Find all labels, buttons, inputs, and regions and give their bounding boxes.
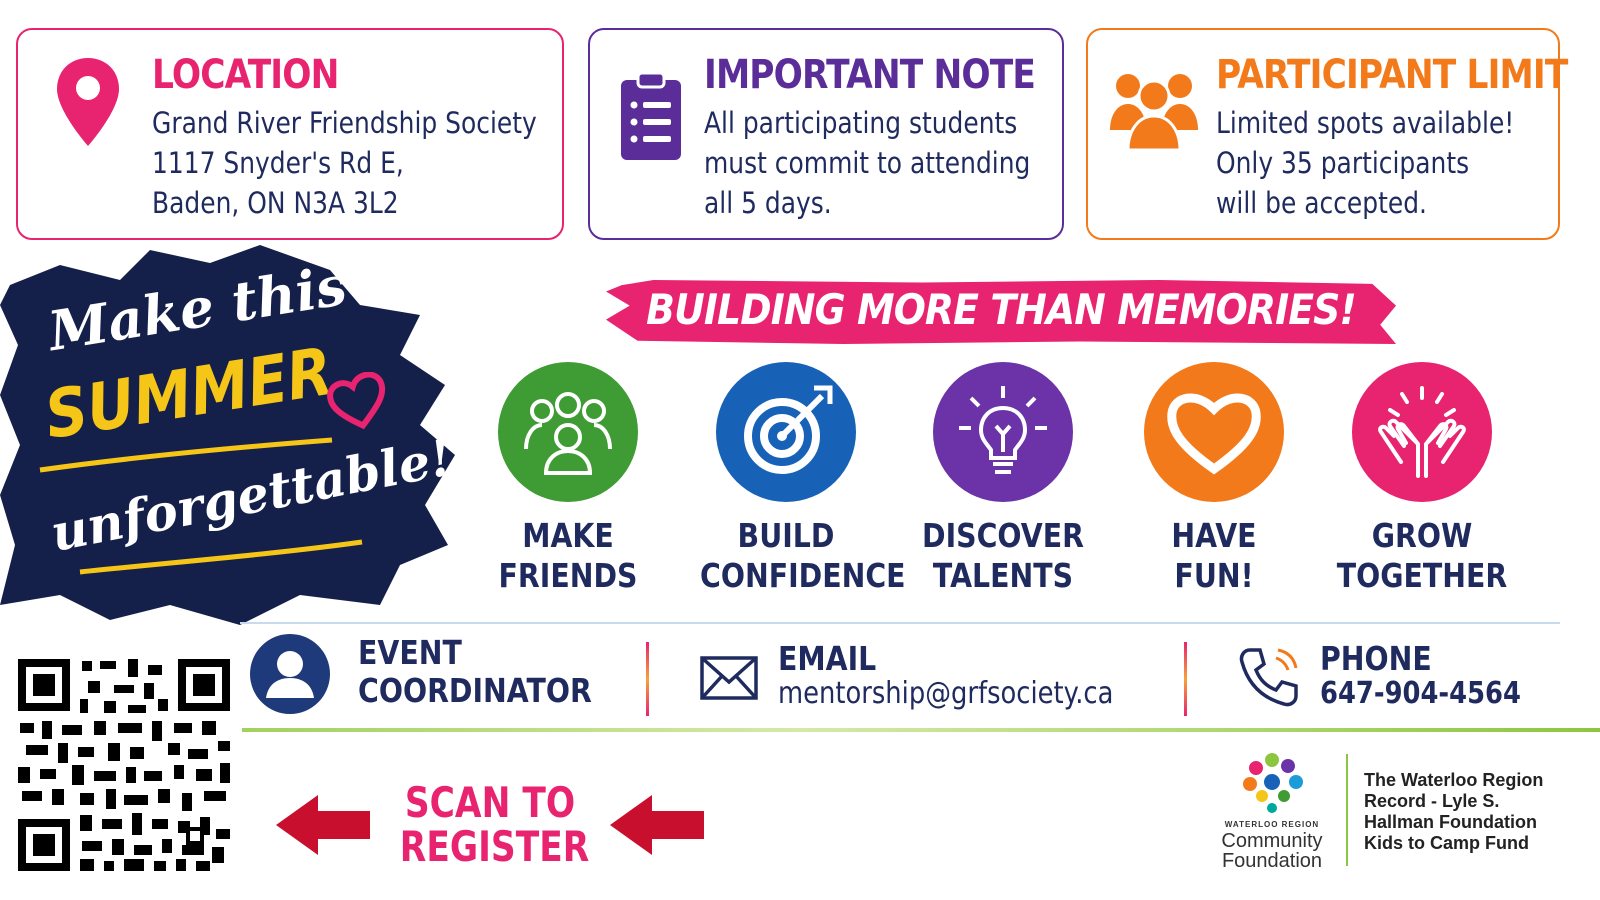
have-fun-label-1: HAVE	[1171, 516, 1257, 555]
build-confidence-label-1: BUILD	[737, 516, 835, 555]
contact-divider-1	[646, 642, 649, 716]
envelope-icon	[700, 656, 758, 705]
build-confidence-circle	[716, 362, 856, 502]
location-pin-icon	[54, 56, 122, 153]
fund-line-1: The Waterloo Region	[1364, 770, 1544, 790]
community-foundation-logo-icon	[1242, 752, 1304, 819]
foundation-divider	[1346, 754, 1348, 866]
arrow-left-icon	[276, 795, 370, 860]
location-line-3: Baden, ON N3A 3L2	[152, 186, 399, 220]
limit-line-1: Limited spots available!	[1216, 106, 1515, 140]
location-line-1: Grand River Friendship Society	[152, 106, 537, 140]
make-friends-circle	[498, 362, 638, 502]
banner-ribbon	[606, 280, 1396, 344]
note-line-3: all 5 days.	[704, 186, 832, 220]
target-icon	[744, 385, 833, 474]
contact-divider-2	[1184, 642, 1187, 716]
location-card: LOCATION Grand River Friendship Society …	[16, 28, 564, 240]
benefit-discover-talents: DISCOVER TALENTS	[903, 362, 1103, 596]
make-friends-label-2: FRIENDS	[498, 556, 638, 595]
heart-outline-icon	[326, 371, 390, 437]
make-friends-label-1: MAKE	[522, 516, 614, 555]
user-avatar-icon	[248, 632, 332, 721]
benefit-make-friends: MAKE FRIENDS	[468, 362, 668, 596]
build-confidence-label-2: CONFIDENCE	[700, 556, 906, 595]
phone-icon	[1236, 644, 1302, 715]
qr-code-image[interactable]	[18, 659, 230, 871]
qr-code-panel[interactable]	[0, 645, 242, 900]
benefit-build-confidence: BUILD CONFIDENCE	[686, 362, 906, 596]
benefit-have-fun: HAVE FUN!	[1114, 362, 1314, 596]
limit-line-3: will be accepted.	[1216, 186, 1427, 220]
slogan-underline	[79, 539, 363, 575]
participant-limit-card: PARTICIPANT LIMIT Limited spots availabl…	[1086, 28, 1568, 240]
benefit-grow-together: GROW TOGETHER	[1322, 362, 1522, 596]
limit-line-2: Only 35 participants	[1216, 146, 1470, 180]
fund-line-2: Record - Lyle S.	[1364, 791, 1500, 811]
people-group-icon	[1108, 68, 1200, 157]
email-address-link[interactable]: mentorship@grfsociety.ca	[778, 676, 1114, 711]
clipboard-icon	[618, 70, 684, 167]
contacts-top-rule	[240, 622, 1560, 624]
grow-together-label-1: GROW	[1371, 516, 1473, 555]
banner-title: BUILDING MORE THAN MEMORIES!	[646, 285, 1357, 334]
scan-to-register-line-1: SCAN TO	[404, 778, 576, 827]
foundation-logo-line-2: Foundation	[1221, 850, 1323, 872]
discover-talents-label-2: TALENTS	[932, 556, 1074, 595]
note-line-2: must commit to attending	[704, 146, 1031, 180]
contacts-bottom-rule	[0, 728, 1600, 732]
grow-together-label-2: TOGETHER	[1336, 556, 1508, 595]
summer-underline	[39, 437, 333, 473]
event-coordinator-line-2: COORDINATOR	[358, 671, 592, 710]
location-title: LOCATION	[152, 52, 339, 98]
event-coordinator-line-1: EVENT	[358, 633, 462, 672]
have-fun-circle	[1144, 362, 1284, 502]
fund-line-4: Kids to Camp Fund	[1364, 833, 1529, 853]
phone-label: PHONE	[1320, 639, 1432, 678]
participant-limit-title: PARTICIPANT LIMIT	[1216, 52, 1568, 98]
people-group-icon	[524, 392, 612, 475]
have-fun-label-2: FUN!	[1174, 556, 1254, 595]
important-note-card: IMPORTANT NOTE All participating student…	[588, 28, 1064, 240]
lightbulb-icon	[959, 386, 1047, 474]
scan-to-register-line-2: REGISTER	[399, 822, 590, 871]
important-note-title: IMPORTANT NOTE	[704, 52, 1036, 98]
note-line-1: All participating students	[704, 106, 1018, 140]
foundation-logo-small-text: WATERLOO REGION	[1224, 820, 1320, 829]
paint-splash-background	[0, 245, 455, 625]
location-line-2: 1117 Snyder's Rd E,	[152, 146, 404, 180]
foundation-logo-line-1: Community	[1221, 830, 1323, 852]
heart-icon	[1167, 393, 1261, 475]
fund-line-3: Hallman Foundation	[1364, 812, 1537, 832]
arrow-left-icon	[610, 795, 704, 860]
raised-hands-icon	[1378, 386, 1466, 478]
discover-talents-label-1: DISCOVER	[922, 516, 1084, 555]
grow-together-circle	[1352, 362, 1492, 502]
discover-talents-circle	[933, 362, 1073, 502]
email-label: EMAIL	[778, 639, 877, 678]
phone-number-link[interactable]: 647-904-4564	[1320, 676, 1521, 711]
